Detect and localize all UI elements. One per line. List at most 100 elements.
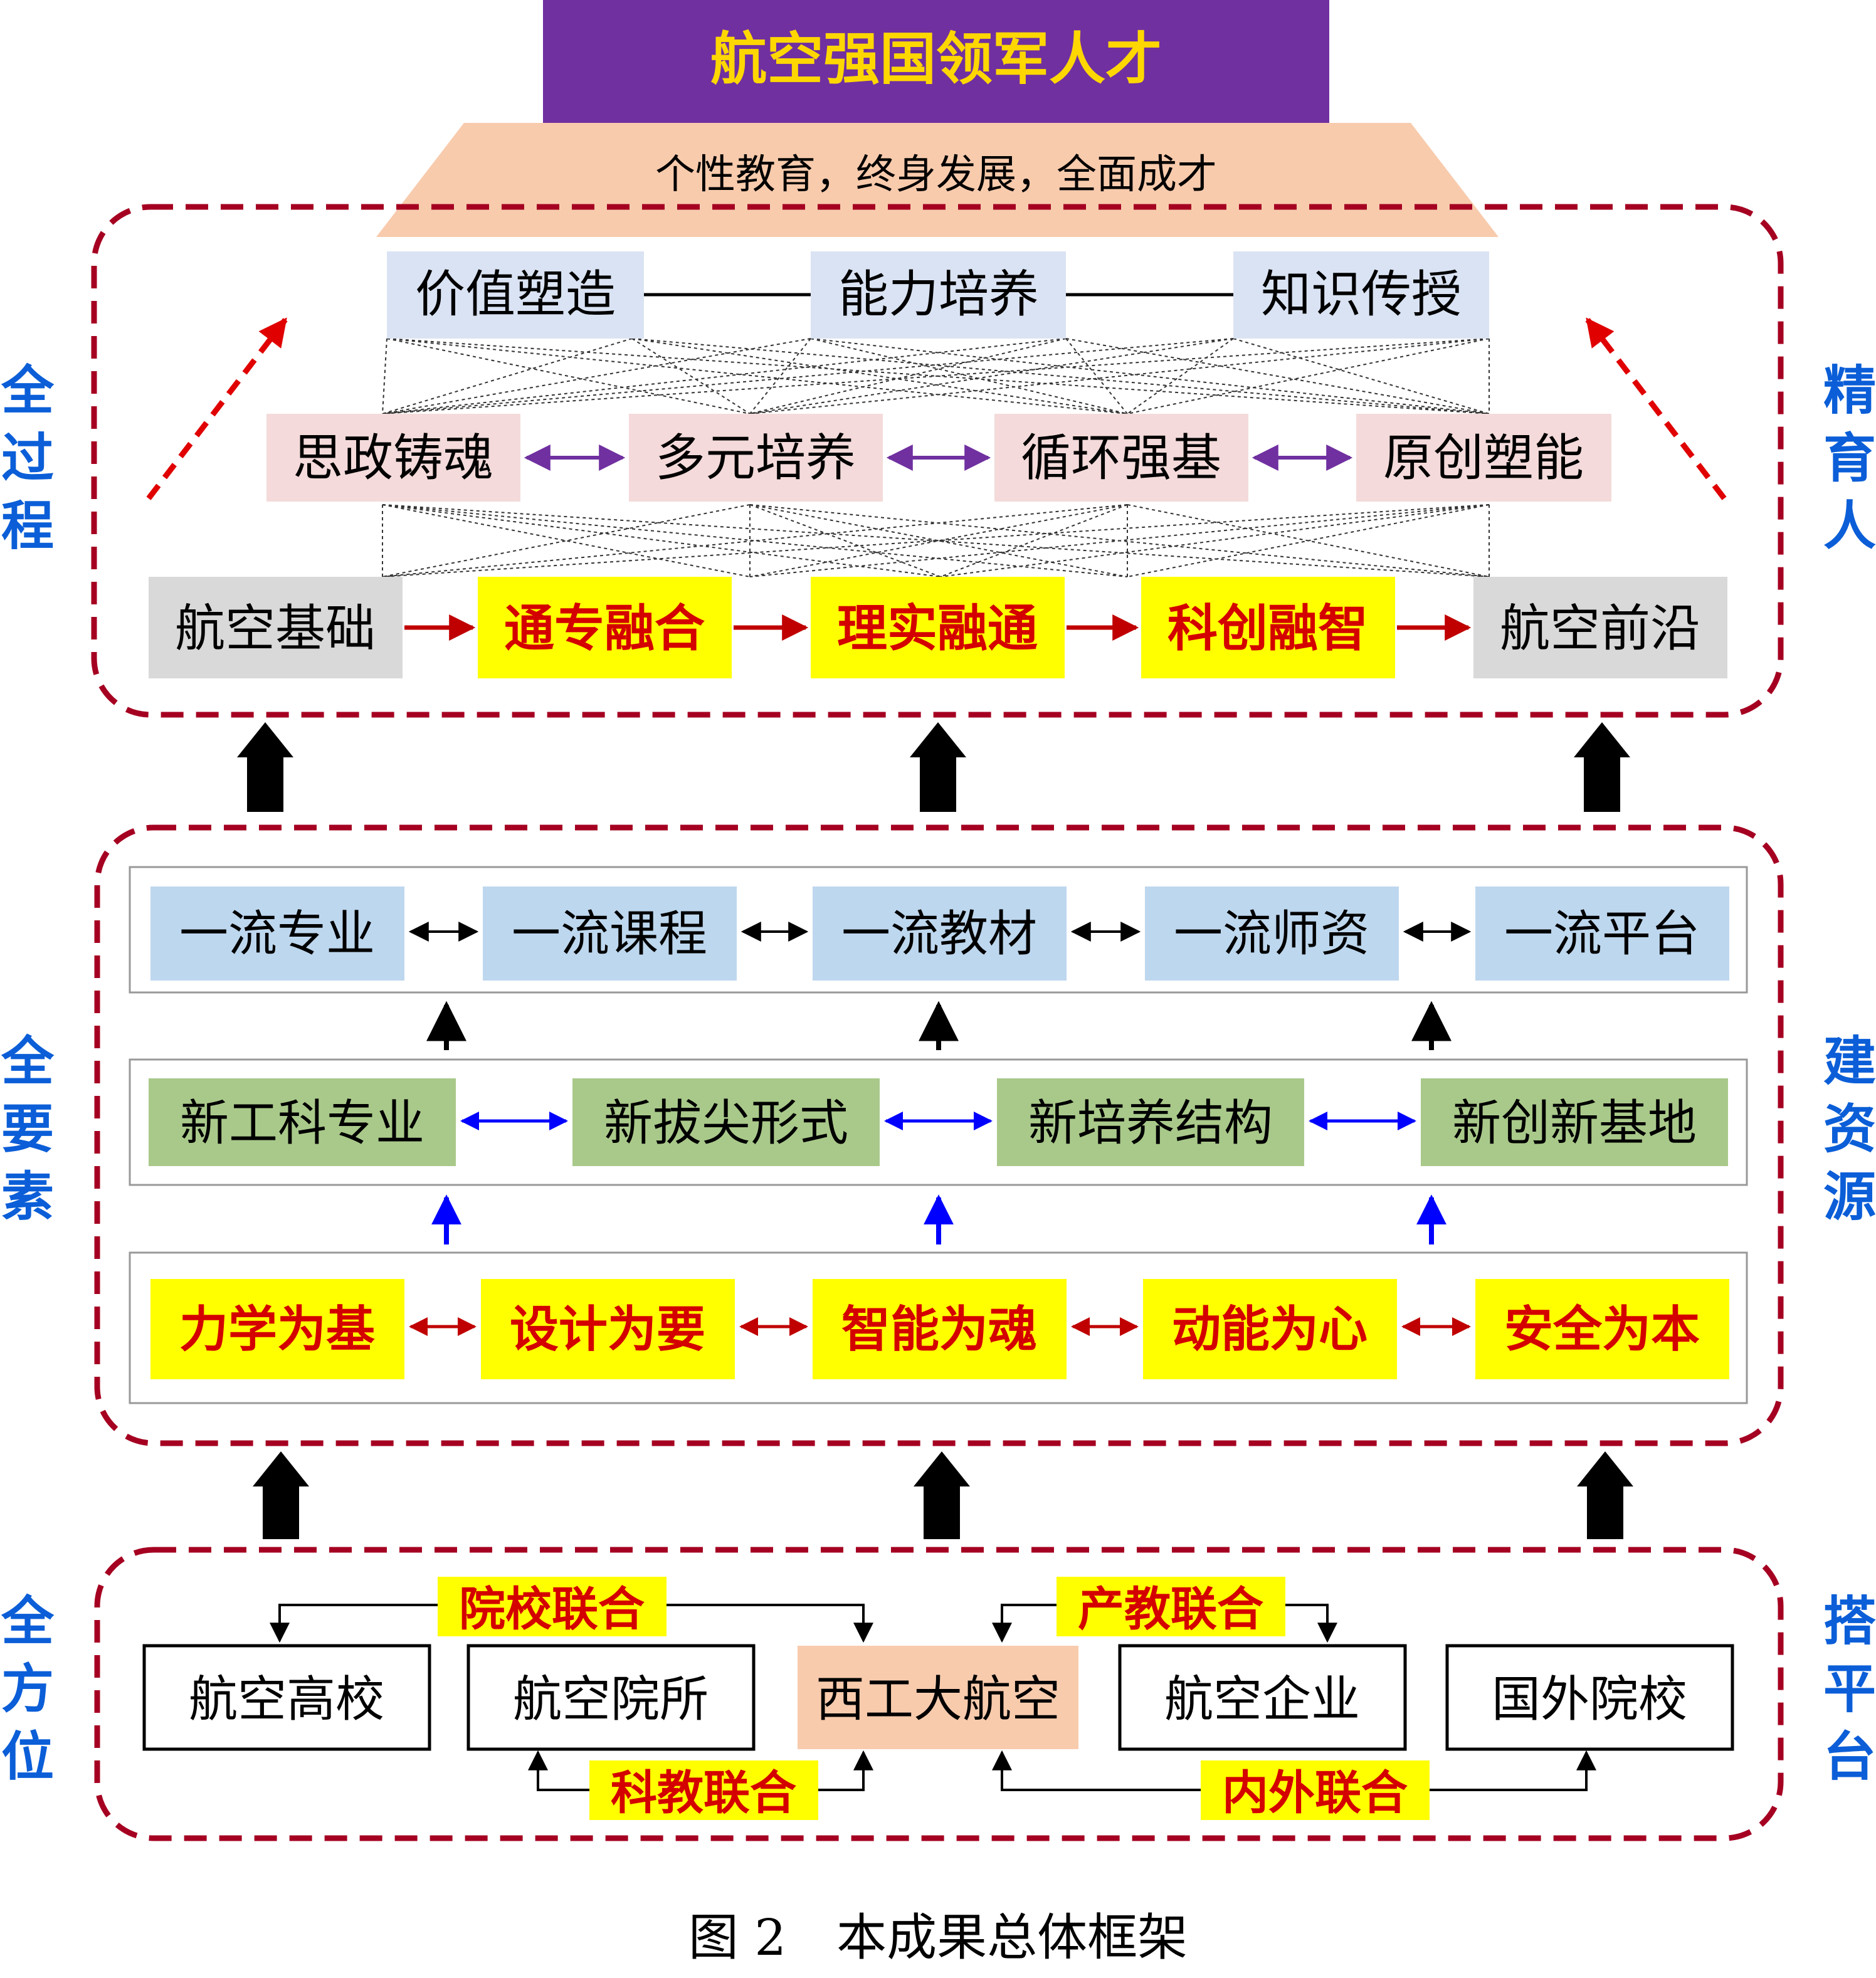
aviation-university-box [142, 1644, 431, 1751]
mesh-row1-row2 [382, 338, 1490, 414]
nwpu-aviation-box [798, 1646, 1078, 1749]
design-label: 设计为要 [510, 1301, 705, 1358]
aviation-institute-box [466, 1644, 756, 1751]
new-eng-major-box [149, 1078, 456, 1166]
first-course-box [483, 886, 737, 981]
inner-outer-union-badge [1201, 1760, 1430, 1820]
new-eng-major-label: 新工科专业 [180, 1095, 424, 1152]
first-major-label: 一流专业 [179, 906, 375, 962]
nwpu-aviation-label: 西工大航空 [816, 1671, 1060, 1728]
top-left-dashed-arrow [146, 317, 288, 500]
title-text: 航空强国领军人才 [710, 26, 1162, 92]
mid-row3: 力学为基 设计为要 智能为魂 动能为心 安全为本 [150, 1279, 1729, 1379]
side-label-left-bot-3: 位 [1, 1725, 54, 1787]
safety-box [1475, 1279, 1729, 1379]
ability-training-box [811, 251, 1066, 339]
power-label: 动能为心 [1172, 1301, 1367, 1358]
mesh-row2-row3 [382, 504, 1490, 577]
bottom-institutions: 航空高校 航空院所 西工大航空 航空企业 国外院校 [142, 1644, 1734, 1751]
big-arrows-lower [253, 1451, 1633, 1539]
side-label-left-top-3: 程 [1, 495, 54, 557]
side-label-right-bot-2: 平 [1823, 1658, 1876, 1720]
cyclic-foundation-label: 循环强基 [1021, 429, 1221, 487]
aviation-enterprise-label: 航空企业 [1164, 1671, 1360, 1728]
theory-practice-box [811, 577, 1065, 678]
intelligence-box [813, 1279, 1067, 1379]
knowledge-transfer-box [1233, 251, 1489, 339]
knowledge-transfer-label: 知识传授 [1261, 265, 1462, 324]
new-base-label: 新创新基地 [1452, 1095, 1697, 1152]
intelligence-label: 智能为魂 [841, 1301, 1037, 1358]
value-shaping-box [387, 251, 644, 339]
side-label-right-mid-3: 源 [1823, 1165, 1876, 1228]
top-row1: 价值塑造 能力培养 知识传授 [387, 251, 1489, 339]
bottom-link-labels: 院校联合 产教联合 科教联合 内外联合 [438, 1577, 1430, 1820]
power-box [1143, 1279, 1397, 1379]
aviation-institute-label: 航空院所 [513, 1671, 709, 1728]
big-arrow-up-1 [237, 722, 293, 812]
side-label-right-mid-1: 建 [1823, 1030, 1876, 1092]
big-arrow-up-6 [1577, 1451, 1633, 1539]
aviation-frontier-box [1473, 577, 1727, 678]
diverse-training-label: 多元培养 [655, 429, 856, 487]
value-shaping-label: 价值塑造 [415, 265, 616, 324]
side-label-left-bot-1: 全 [1, 1590, 55, 1652]
industry-union-badge [1057, 1577, 1285, 1636]
aviation-university-label: 航空高校 [189, 1671, 384, 1728]
mid-row2: 新工科专业 新拔尖形式 新培养结构 新创新基地 [149, 1078, 1728, 1166]
big-arrow-up-3 [1574, 722, 1630, 812]
original-ability-label: 原创塑能 [1383, 429, 1584, 487]
school-union-badge [438, 1577, 667, 1636]
big-arrow-up-5 [914, 1451, 970, 1539]
mid-inner-frame-1 [129, 866, 1748, 994]
big-arrow-up-2 [910, 722, 966, 812]
mid-inner-frame-3 [129, 1251, 1748, 1404]
top-right-dashed-arrow [1585, 317, 1727, 500]
first-course-label: 一流课程 [512, 906, 707, 962]
first-faculty-box [1145, 886, 1399, 981]
first-faculty-label: 一流师资 [1174, 906, 1369, 962]
aviation-basics-label: 航空基础 [175, 599, 376, 658]
side-label-left-bot-2: 方 [1, 1658, 54, 1720]
mechanics-label: 力学为基 [179, 1301, 375, 1358]
first-textbook-box [813, 886, 1067, 981]
side-label-left-top-2: 过 [1, 427, 54, 489]
side-label-right-top-2: 育 [1823, 427, 1876, 489]
sci-edu-union-label: 科教联合 [611, 1766, 796, 1820]
side-label-left-mid-2: 要 [1, 1098, 54, 1160]
original-ability-box [1356, 414, 1611, 502]
title-banner: 航空强国领军人才 个性教育，终身发展，全面成才 [376, 0, 1499, 237]
first-platform-label: 一流平台 [1504, 906, 1700, 962]
side-labels: 全 过 程 精 育 人 全 要 素 建 资 源 全 方 位 搭 平 台 [1, 359, 1876, 1787]
new-topnotch-box [572, 1078, 880, 1166]
side-label-left-mid-3: 素 [1, 1165, 54, 1228]
big-arrow-up-4 [253, 1451, 309, 1539]
top-row3: 航空基础 通专融合 理实融通 科创融智 航空前沿 [149, 577, 1727, 678]
cyclic-foundation-box [994, 414, 1248, 502]
title-box [543, 0, 1329, 123]
new-base-box [1421, 1078, 1728, 1166]
foreign-university-label: 国外院校 [1492, 1671, 1687, 1728]
safety-label: 安全为本 [1504, 1301, 1700, 1358]
mid-section-frame [94, 824, 1784, 1446]
new-structure-label: 新培养结构 [1028, 1095, 1273, 1152]
aviation-enterprise-box [1118, 1644, 1407, 1751]
mid-up-arrows-a [426, 1001, 1452, 1050]
big-arrows-upper [237, 722, 1630, 812]
new-structure-box [997, 1078, 1304, 1166]
theory-practice-label: 理实融通 [837, 599, 1038, 658]
figure-caption: 图 2 本成果总体框架 [688, 1908, 1188, 1967]
sci-edu-union-badge [589, 1760, 818, 1820]
mid-inner-frame-2 [129, 1058, 1748, 1186]
subtitle-text: 个性教育，终身发展，全面成才 [655, 152, 1217, 198]
top-section-frame [91, 204, 1784, 718]
aviation-frontier-label: 航空前沿 [1500, 599, 1700, 658]
diverse-training-box [629, 414, 883, 502]
ideology-label: 思政铸魂 [293, 429, 493, 487]
side-label-left-top-1: 全 [1, 359, 55, 421]
general-special-label: 通专融合 [504, 599, 705, 658]
bottom-section-frame [94, 1547, 1784, 1841]
mid-row1: 一流专业 一流课程 一流教材 一流师资 一流平台 [150, 886, 1729, 981]
innovation-label: 科创融智 [1167, 599, 1368, 658]
